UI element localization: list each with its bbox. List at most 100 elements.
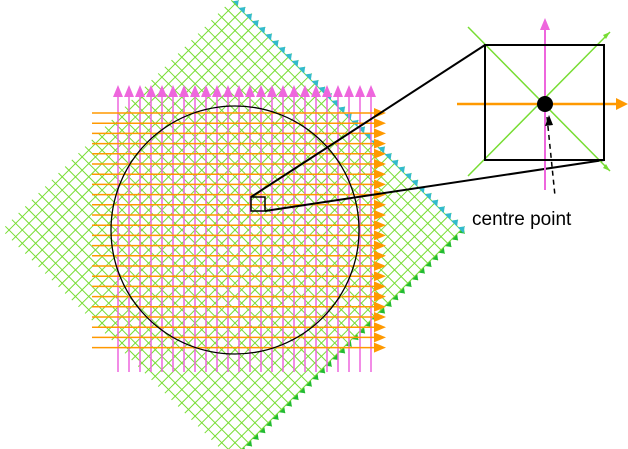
diagonal-ray-up-right bbox=[211, 206, 446, 441]
arrowhead-icon bbox=[331, 100, 339, 108]
arrowhead-icon bbox=[374, 138, 386, 149]
arrowhead-icon bbox=[374, 220, 386, 231]
arrowhead-icon bbox=[374, 159, 386, 169]
arrowhead-icon bbox=[201, 85, 211, 97]
arrowhead-icon bbox=[424, 193, 432, 201]
arrowhead-icon bbox=[457, 226, 465, 234]
arrowhead-icon bbox=[304, 73, 312, 81]
arrowhead-icon bbox=[374, 301, 386, 312]
diagonal-ray-down-right bbox=[4, 225, 229, 449]
arrowhead-icon bbox=[289, 85, 299, 97]
diagonal-ray-down-right bbox=[24, 206, 259, 441]
arrowhead-icon bbox=[344, 85, 354, 97]
arrowhead-icon bbox=[374, 342, 386, 353]
arrowhead-icon bbox=[355, 85, 365, 97]
arrowhead-icon bbox=[258, 26, 266, 34]
diagonal-ray-up-right bbox=[124, 119, 359, 354]
diagonal-ray-down-right bbox=[84, 146, 319, 381]
arrowhead-icon bbox=[245, 85, 255, 97]
diagonal-ray-down-right bbox=[104, 126, 339, 361]
diagonal-ray-down-right bbox=[18, 212, 253, 447]
arrowhead-icon bbox=[397, 166, 405, 174]
arrowhead-icon bbox=[234, 85, 244, 97]
arrowhead-icon bbox=[264, 33, 272, 41]
diagonal-ray-up-right bbox=[151, 146, 386, 381]
diagonal-ray-up-right bbox=[217, 212, 452, 447]
centre-point-label: centre point bbox=[472, 209, 572, 230]
arrowhead-icon bbox=[411, 179, 419, 187]
arrowhead-icon bbox=[374, 261, 386, 271]
arrowhead-icon bbox=[404, 173, 412, 181]
arrowhead-icon bbox=[374, 118, 386, 129]
zoom-source-box bbox=[250, 196, 266, 212]
diagonal-ray-up-right bbox=[241, 225, 466, 449]
arrowhead-icon bbox=[190, 85, 200, 97]
arrowhead-icon bbox=[384, 153, 392, 161]
arrowhead-icon bbox=[374, 148, 386, 159]
zoom-connector-bottom bbox=[264, 159, 605, 212]
detail-arrowhead-icon bbox=[603, 32, 610, 39]
detail-arrowhead-icon bbox=[616, 98, 628, 110]
arrowhead-icon bbox=[374, 240, 386, 251]
horizontal-ray-bundle bbox=[92, 108, 386, 353]
sampling-circle bbox=[110, 105, 360, 355]
diagonal-ray-down-right bbox=[91, 139, 326, 374]
arrowhead-icon bbox=[366, 85, 376, 97]
arrowhead-icon bbox=[278, 46, 286, 54]
arrowhead-icon bbox=[374, 322, 386, 333]
arrowhead-icon bbox=[124, 85, 134, 97]
arrowhead-icon bbox=[374, 271, 386, 282]
diagonal-ray-up-right bbox=[131, 126, 366, 361]
diagonal-ray-down-right bbox=[38, 192, 273, 427]
arrowhead-icon bbox=[374, 128, 386, 139]
pointer-arrowhead-icon bbox=[545, 115, 553, 126]
arrowhead-icon bbox=[251, 20, 259, 28]
arrowhead-icon bbox=[256, 85, 266, 97]
diagonal-ray-down-right bbox=[58, 172, 293, 407]
diagonal-ray-up-right bbox=[197, 192, 432, 427]
arrowhead-icon bbox=[146, 85, 156, 97]
arrowhead-icon bbox=[344, 113, 352, 121]
arrowhead-icon bbox=[135, 85, 145, 97]
centre-point-dot bbox=[537, 96, 553, 112]
arrowhead-icon bbox=[374, 210, 386, 220]
arrowhead-icon bbox=[444, 213, 452, 221]
vertical-ray-bundle bbox=[113, 85, 376, 372]
arrowhead-icon bbox=[318, 86, 326, 94]
arrowhead-icon bbox=[374, 312, 386, 322]
arrowhead-icon bbox=[364, 133, 372, 141]
arrowhead-icon bbox=[338, 106, 346, 114]
diagonal-ray-down-right bbox=[117, 112, 353, 348]
arrowhead-icon bbox=[113, 85, 123, 97]
arrowhead-icon bbox=[284, 53, 292, 61]
arrowhead-icon bbox=[291, 60, 299, 68]
arrowhead-icon bbox=[157, 85, 167, 97]
arrowhead-icon bbox=[238, 6, 246, 14]
arrowhead-icon bbox=[374, 291, 386, 302]
zoom-detail-box bbox=[484, 44, 605, 161]
arrowhead-icon bbox=[311, 80, 319, 88]
arrowhead-icon bbox=[374, 179, 386, 190]
arrowhead-icon bbox=[271, 40, 279, 48]
arrowhead-icon bbox=[298, 66, 306, 74]
arrowhead-icon bbox=[391, 159, 399, 167]
arrowhead-icon bbox=[333, 85, 343, 97]
arrowhead-icon bbox=[374, 199, 386, 210]
centre-point-pointer bbox=[546, 116, 556, 197]
zoom-detail bbox=[457, 18, 628, 197]
arrowhead-icon bbox=[322, 85, 332, 97]
arrowhead-icon bbox=[311, 85, 321, 97]
detail-arrowhead-icon bbox=[540, 18, 550, 30]
arrowhead-icon bbox=[168, 85, 178, 97]
arrowhead-icon bbox=[374, 250, 386, 261]
arrowhead-icon bbox=[179, 85, 189, 97]
arrowhead-icon bbox=[451, 219, 459, 227]
arrowhead-icon bbox=[267, 85, 277, 97]
diagonal-ray-up-right bbox=[227, 219, 459, 449]
arrowhead-icon bbox=[244, 13, 252, 21]
arrowhead-icon bbox=[437, 206, 445, 214]
zoom-connector-top bbox=[250, 44, 486, 198]
arrowhead-icon bbox=[374, 332, 386, 343]
arrowhead-icon bbox=[212, 85, 222, 97]
detail-arrowhead-icon bbox=[603, 164, 610, 171]
